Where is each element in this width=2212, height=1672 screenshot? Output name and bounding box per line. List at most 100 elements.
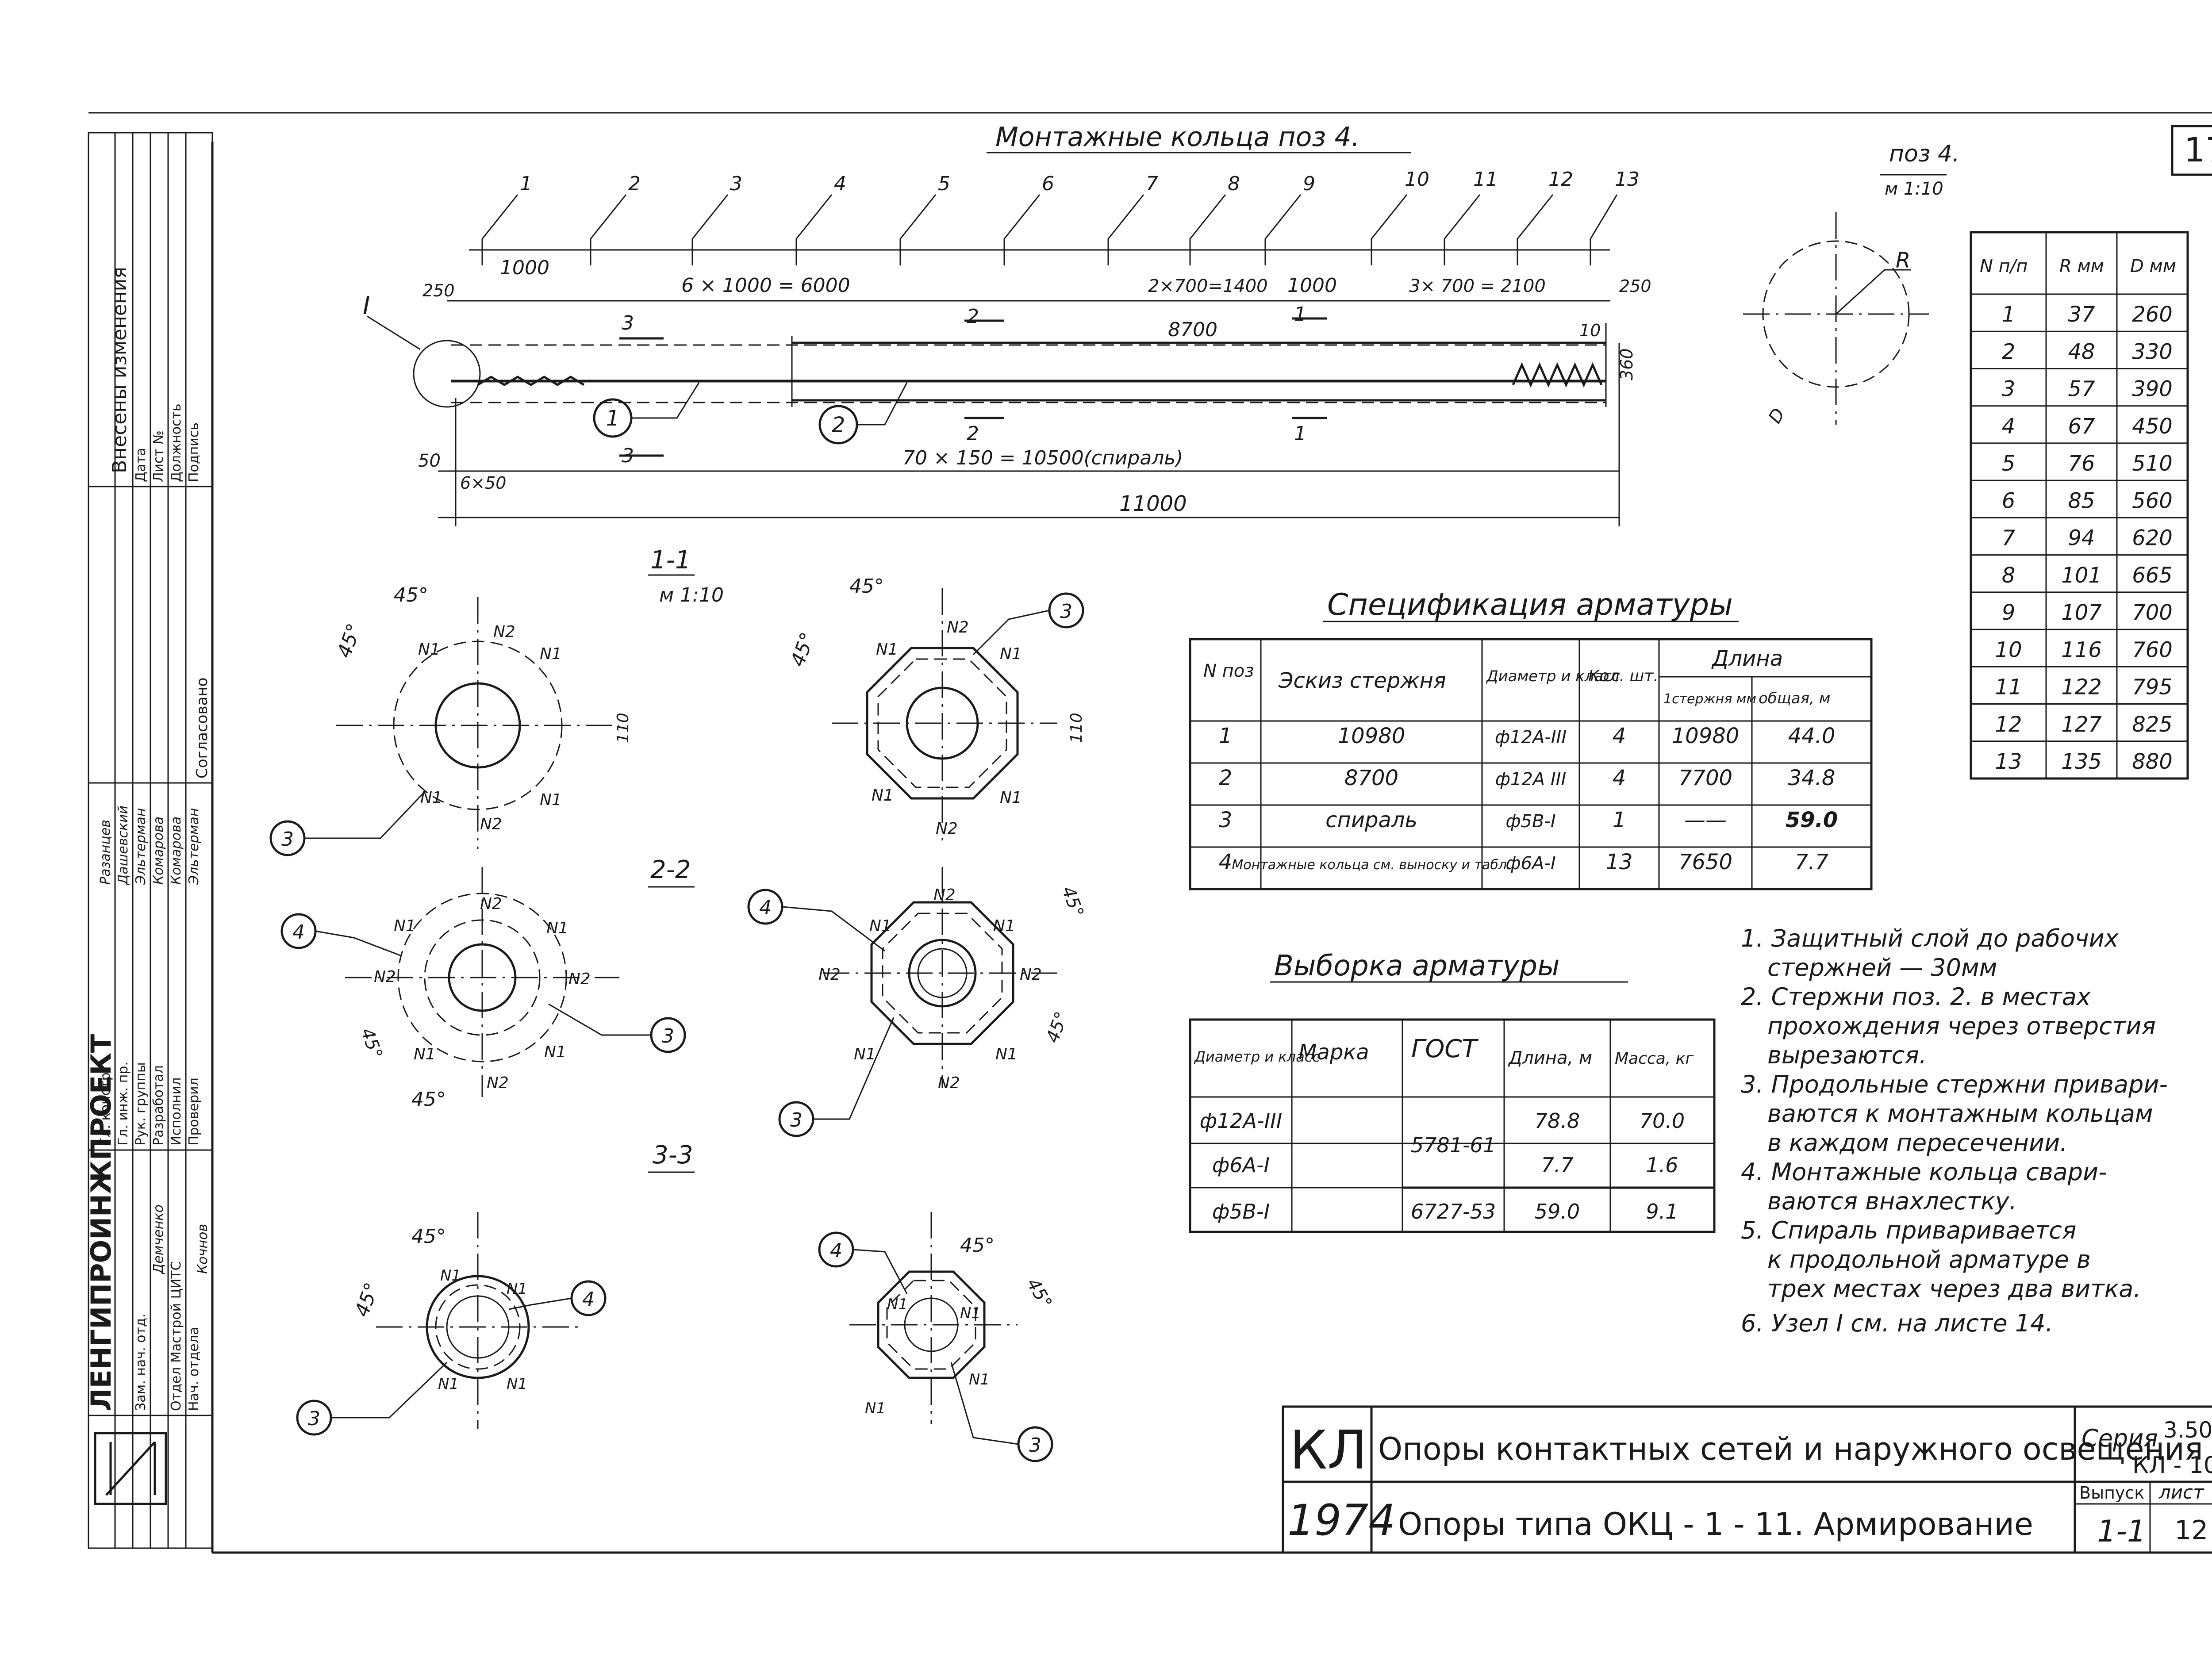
ring-number-4: 4 <box>834 173 846 195</box>
section-1-1-round: 1-1 м 1:10 45° 45° N1 N2 N1 N1 N1 N2 110… <box>269 546 724 856</box>
dim-1000-mid: 1000 <box>1287 274 1337 297</box>
stamp-dept-3: Нач. отдела <box>186 1327 202 1411</box>
ring-table-cell: 260 <box>2132 302 2173 327</box>
section-cut-marks: 3 3 2 2 1 1 <box>619 303 1327 467</box>
note-line: прохождения через отверстия <box>1767 1012 2156 1040</box>
ring-table-cell: 9 <box>2002 600 2016 625</box>
note-line: ваются внахлестку. <box>1767 1187 2017 1215</box>
spec-h-pos: N поз <box>1203 661 1254 681</box>
spec-table-cell: Монтажные кольца см. выноску и табл. <box>1232 857 1511 873</box>
dim-total: 11000 <box>1119 491 1187 516</box>
spec-table-cell: 2 <box>1219 766 1233 790</box>
section-oct1-callout-3: 3 <box>972 592 1084 656</box>
spec-table-title: Спецификация арматуры <box>1327 587 1733 622</box>
dim-spiral: 70 × 150 = 10500(спираль) <box>902 447 1183 469</box>
title-sheet-label: лист <box>2158 1481 2204 1503</box>
ring-markers: 1 2 3 4 5 6 7 8 9 10 11 12 13 <box>469 168 1640 265</box>
section-1-1-n2-b: N2 <box>480 815 502 833</box>
ring-number-9: 9 <box>1303 173 1315 195</box>
section-oct3-pos-3: 3 <box>1029 1434 1041 1457</box>
section-oct1-n1-d: N1 <box>1000 789 1022 807</box>
stamp-change-col-sheet: Лист № <box>151 430 166 482</box>
section-2-2-n2-a: N2 <box>480 895 502 913</box>
side-stamp: Внесены изменения Дата Лист № Должность … <box>85 132 213 1549</box>
section-oct2-angle-b: 45° <box>1042 1009 1072 1045</box>
spec-table-cell: 10980 <box>1338 724 1406 748</box>
section-oct3-n1-c: N1 <box>969 1371 990 1388</box>
ring-table-cell: 795 <box>2132 675 2173 700</box>
section-1-1-pos-3: 3 <box>281 828 294 851</box>
spec-table-cell: 10980 <box>1672 724 1740 748</box>
sample-table-cell: ф12А-III <box>1200 1109 1283 1133</box>
ring-number-8: 8 <box>1228 173 1240 195</box>
ring-marker-6: 6 <box>1003 173 1054 265</box>
dim-10: 10 <box>1579 321 1601 340</box>
stamp-dept-1: Зам. нач. отд. <box>133 1314 149 1411</box>
section-1-1-n1-a: N1 <box>418 640 440 659</box>
ring-table-cell: 135 <box>2061 749 2102 774</box>
section-oct1-n2-a: N2 <box>947 618 969 637</box>
note-line: вырезаются. <box>1767 1041 1927 1069</box>
position-callout-1: 1 <box>593 382 700 438</box>
note-line: трех местах через два витка. <box>1767 1275 2141 1303</box>
ring-detail-title: поз 4. <box>1889 141 1960 167</box>
section-1-1-n1-c: N1 <box>420 789 442 807</box>
ring-marker-1: 1 <box>481 173 532 265</box>
ring-marker-3: 3 <box>691 173 742 265</box>
section-oct3-pos-4: 4 <box>830 1239 842 1262</box>
ring-number-2: 2 <box>628 173 641 195</box>
spec-h-total: общая, м <box>1759 690 1830 707</box>
note-line: к продольной арматуре в <box>1767 1246 2091 1273</box>
ring-table-cell: 7 <box>2002 526 2016 551</box>
dim-8700: 8700 <box>1168 318 1217 341</box>
section-3-3-angle-a: 45° <box>411 1225 446 1248</box>
ring-number-3: 3 <box>730 173 742 195</box>
stamp-name-6: Эльтерман <box>186 808 202 885</box>
ring-number-6: 6 <box>1042 173 1054 195</box>
ring-table-cell: 67 <box>2068 414 2095 439</box>
spec-table-cell: 3 <box>1219 808 1233 832</box>
ring-table-cell: 11 <box>1995 675 2022 700</box>
section-oct2-n2-d: N2 <box>938 1074 960 1092</box>
section-oct2-n2-a: N2 <box>933 886 956 904</box>
section-3-3-octagon: 45° 45° N1 N1 N1 N1 4 3 <box>818 1212 1056 1462</box>
spec-table-cell: 44.0 <box>1788 724 1836 748</box>
section-oct3-n1-d: N1 <box>865 1400 886 1417</box>
section-2-2-pos-4: 4 <box>292 921 305 943</box>
cut-2-bottom: 2 <box>967 422 979 445</box>
ring-number-1: 1 <box>520 173 532 195</box>
ring-table-cell: 880 <box>2132 749 2173 774</box>
ring-marker-4: 4 <box>795 173 846 265</box>
section-oct3-n1-a: N1 <box>887 1296 908 1313</box>
spec-table-cell: 4 <box>1613 766 1626 790</box>
ring-marker-13: 13 <box>1590 168 1640 265</box>
title-block: КЛ 1974 Опоры контактных сетей и наружно… <box>1282 1405 2212 1554</box>
note-line: в каждом пересечении. <box>1767 1129 2067 1157</box>
ring-table-cell: 510 <box>2132 451 2173 476</box>
section-1-1-callout-3: 3 <box>269 791 426 856</box>
ring-table-cell: 8 <box>2002 563 2016 588</box>
section-oct3-callout-4: 4 <box>818 1231 908 1294</box>
title-series-code: КЛ - 10 <box>2132 1452 2212 1479</box>
dim-6x1000: 6 × 1000 = 6000 <box>681 274 850 297</box>
spec-h-qty: Кол. шт. <box>1588 667 1659 685</box>
section-3-3-angle-b: 45° <box>350 1280 384 1320</box>
section-1-1-n1-b: N1 <box>540 645 562 663</box>
ring-table-cell: 330 <box>2132 339 2173 364</box>
section-2-2-n2-c: N2 <box>568 970 591 988</box>
ring-table-cell: 560 <box>2132 488 2173 513</box>
section-oct2-callout-3: 3 <box>778 1017 895 1137</box>
spec-table-cell: 7650 <box>1678 850 1732 874</box>
ring-number-13: 13 <box>1615 168 1640 191</box>
stamp-name-5: Комарова <box>169 817 184 885</box>
section-2-2-callout-3: 3 <box>548 1003 686 1053</box>
ring-table-cell: 13 <box>1995 749 2022 774</box>
pos-2-label: 2 <box>832 413 845 437</box>
section-3-3-round: 3-3 45° 45° N1 N1 N1 N1 4 3 <box>296 1141 695 1436</box>
ring-table-cell: 3 <box>2002 377 2016 402</box>
spec-table-cell: ф12А-III <box>1495 727 1567 748</box>
section-oct1-pos-3: 3 <box>1060 600 1072 623</box>
section-oct2-pos-4: 4 <box>759 897 772 919</box>
stamp-role-5: Исполнил <box>169 1078 184 1146</box>
